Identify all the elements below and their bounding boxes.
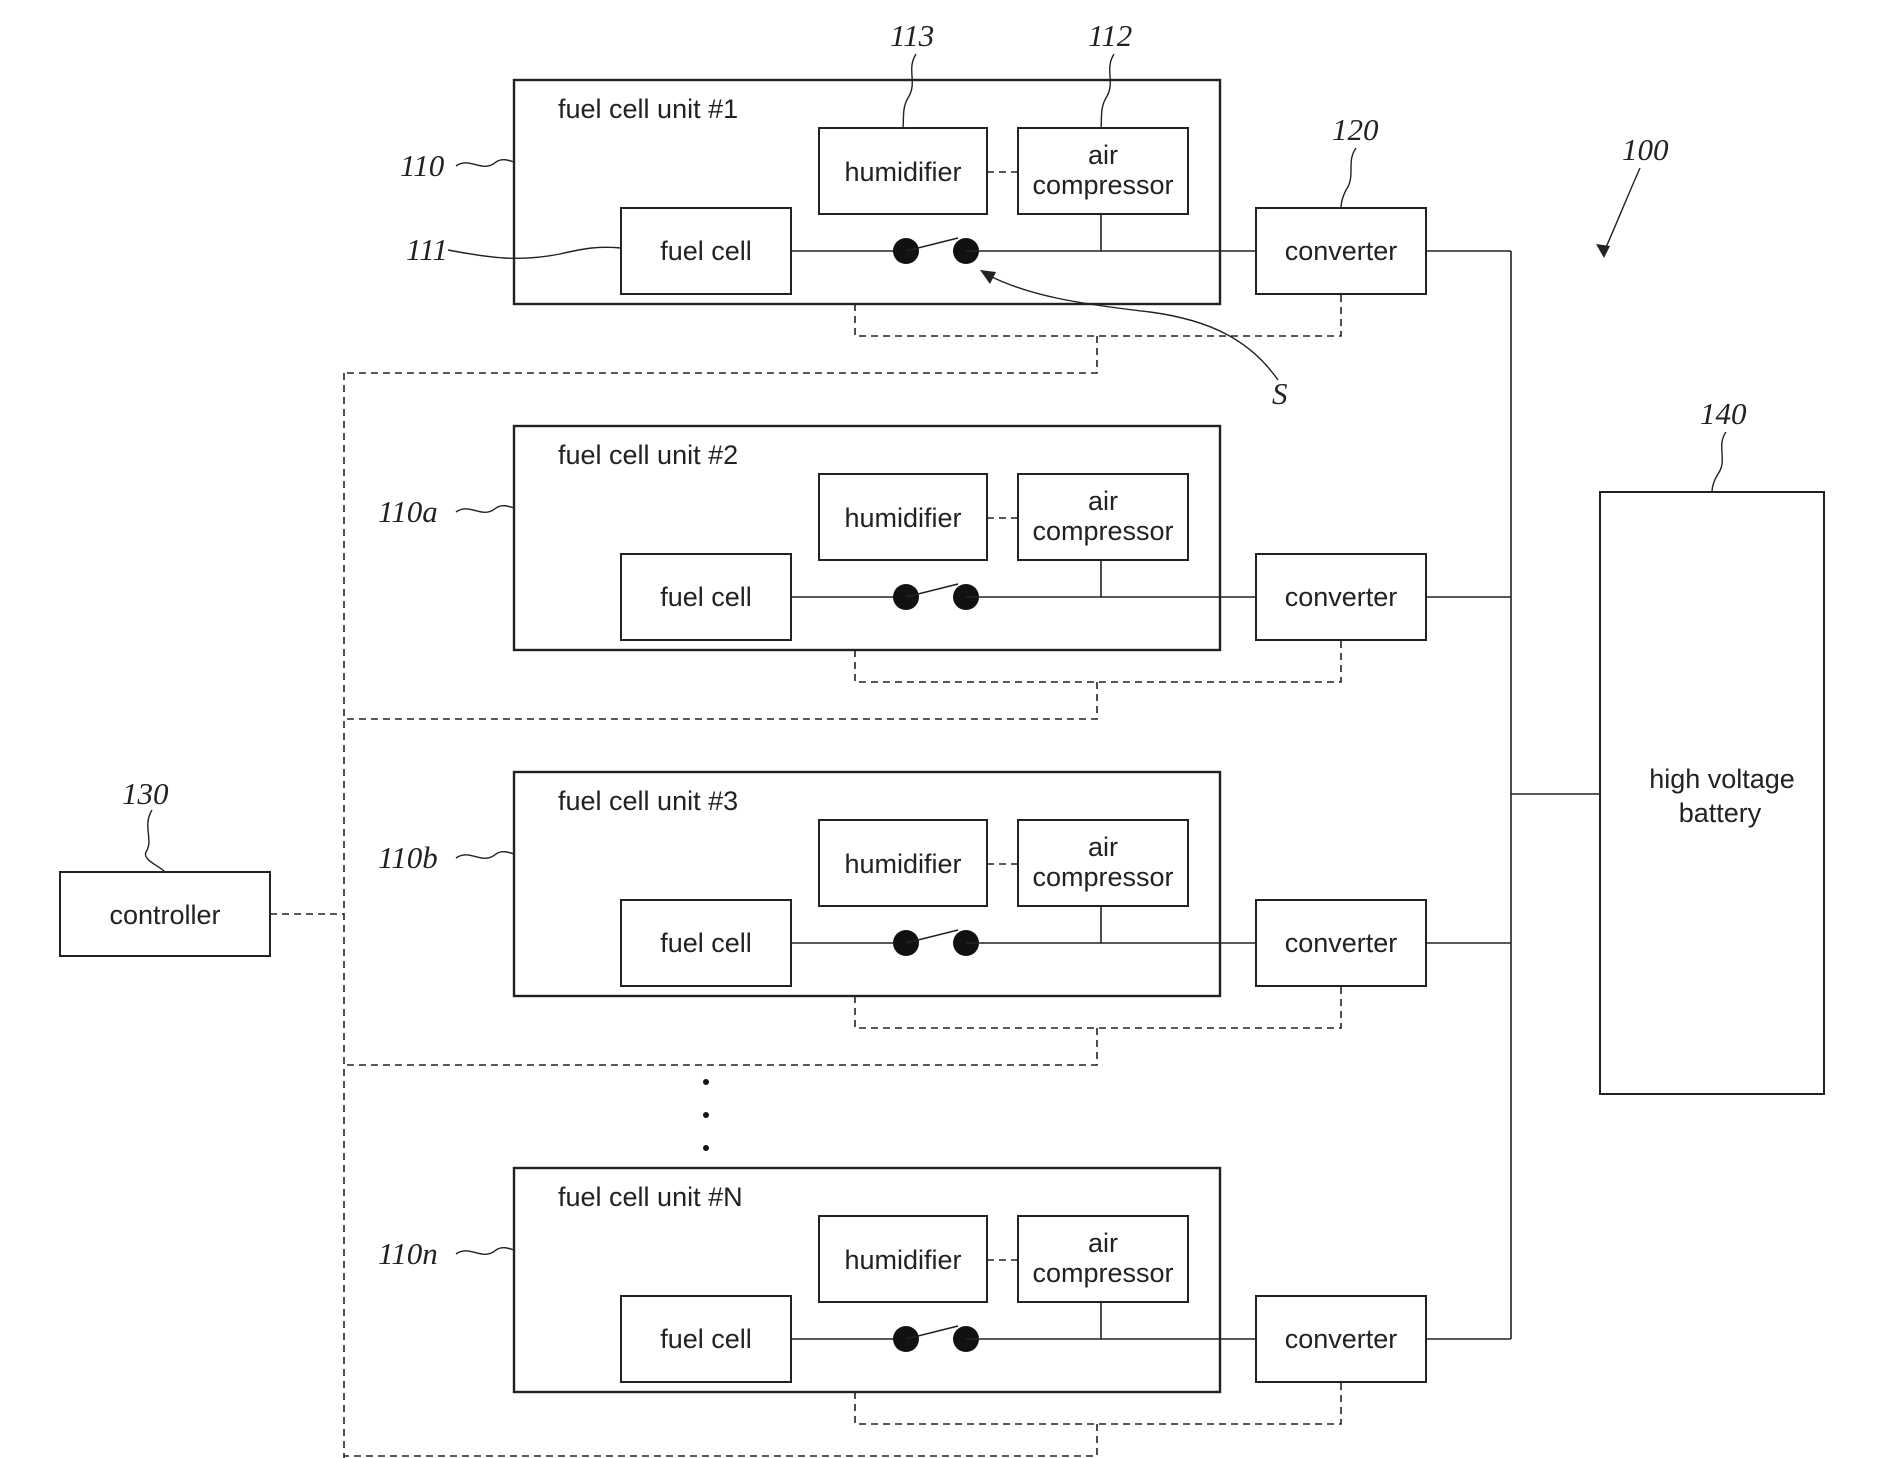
ellipsis-dot	[703, 1112, 709, 1118]
fuel-cell-label: fuel cell	[660, 1324, 752, 1354]
unit-ref: 110b	[378, 840, 438, 875]
fuel-cell-label: fuel cell	[660, 236, 752, 266]
converter-ref: 120	[1332, 112, 1379, 147]
converter-label: converter	[1285, 582, 1398, 612]
humidifier-label: humidifier	[844, 1245, 961, 1275]
fuel-cell-unit-3: fuel cell unit #3 humidifier air compres…	[378, 772, 1511, 1028]
unit-title: fuel cell unit #N	[558, 1182, 743, 1212]
air-compressor-label-1: air	[1088, 832, 1118, 862]
switch-ref-leader	[990, 276, 1278, 380]
battery-label-1: high voltage	[1649, 764, 1795, 794]
fuel-cell-label: fuel cell	[660, 582, 752, 612]
bus-tap-unit-3	[344, 1028, 1097, 1065]
unit-ref-leader	[456, 160, 514, 167]
controller-ref-leader	[145, 810, 165, 872]
converter-label: converter	[1285, 928, 1398, 958]
controller-label: controller	[109, 900, 220, 930]
converter-ref-leader	[1341, 148, 1356, 208]
humidifier-label: humidifier	[844, 503, 961, 533]
air-compressor-label-2: compressor	[1032, 516, 1173, 546]
humidifier-label: humidifier	[844, 157, 961, 187]
unit-control-loop	[855, 986, 1341, 1028]
unit-ref: 110n	[378, 1236, 438, 1271]
figure-ref-arrowhead	[1596, 244, 1610, 258]
converter-label: converter	[1285, 1324, 1398, 1354]
air-compressor-label-2: compressor	[1032, 862, 1173, 892]
humidifier-ref-leader	[903, 54, 916, 128]
unit-title: fuel cell unit #3	[558, 786, 738, 816]
controller: controller 130	[60, 776, 270, 956]
controller-ref: 130	[122, 776, 169, 811]
unit-control-loop	[855, 294, 1341, 336]
unit-ref-leader	[456, 1248, 514, 1255]
high-voltage-battery: high voltage battery 140	[1600, 396, 1824, 1094]
compressor-ref: 112	[1088, 18, 1132, 53]
bus-tap-unit-1	[344, 336, 1097, 373]
switch-ref: S	[1272, 376, 1288, 411]
humidifier-label: humidifier	[844, 849, 961, 879]
figure-ref: 100	[1622, 132, 1669, 167]
battery-label-2: battery	[1679, 798, 1762, 828]
unit-control-loop	[855, 640, 1341, 682]
compressor-ref-leader	[1101, 54, 1114, 128]
fuel-cell-unit-n: fuel cell unit #N humidifier air compres…	[378, 1168, 1511, 1424]
ellipsis-dots	[703, 1079, 709, 1151]
bus-tap-unit-2	[344, 682, 1097, 719]
fuel-cell-ref-leader	[448, 247, 621, 258]
fuel-cell-unit-1: fuel cell unit #1 humidifier air compres…	[400, 18, 1511, 411]
unit-title: fuel cell unit #2	[558, 440, 738, 470]
fuel-cell-ref: 111	[406, 232, 448, 267]
unit-control-loop	[855, 1382, 1341, 1424]
air-compressor-label-2: compressor	[1032, 1258, 1173, 1288]
unit-ref-leader	[456, 506, 514, 513]
air-compressor-label-1: air	[1088, 1228, 1118, 1258]
unit-title: fuel cell unit #1	[558, 94, 738, 124]
fuel-cell-unit-2: fuel cell unit #2 humidifier air compres…	[378, 426, 1511, 682]
bus-tap-unit-n	[344, 1424, 1097, 1456]
converter-label: converter	[1285, 236, 1398, 266]
figure-ref-group: 100	[1596, 132, 1669, 258]
air-compressor-label-2: compressor	[1032, 170, 1173, 200]
battery-ref-leader	[1712, 432, 1726, 492]
unit-ref: 110a	[378, 494, 438, 529]
power-bus	[1511, 251, 1600, 1339]
air-compressor-label-1: air	[1088, 140, 1118, 170]
battery-ref: 140	[1700, 396, 1747, 431]
unit-ref-leader	[456, 852, 514, 859]
unit-ref: 110	[400, 148, 445, 183]
air-compressor-label-1: air	[1088, 486, 1118, 516]
humidifier-ref: 113	[890, 18, 934, 53]
fuel-cell-label: fuel cell	[660, 928, 752, 958]
ellipsis-dot	[703, 1145, 709, 1151]
figure-ref-leader	[1604, 168, 1640, 252]
ellipsis-dot	[703, 1079, 709, 1085]
